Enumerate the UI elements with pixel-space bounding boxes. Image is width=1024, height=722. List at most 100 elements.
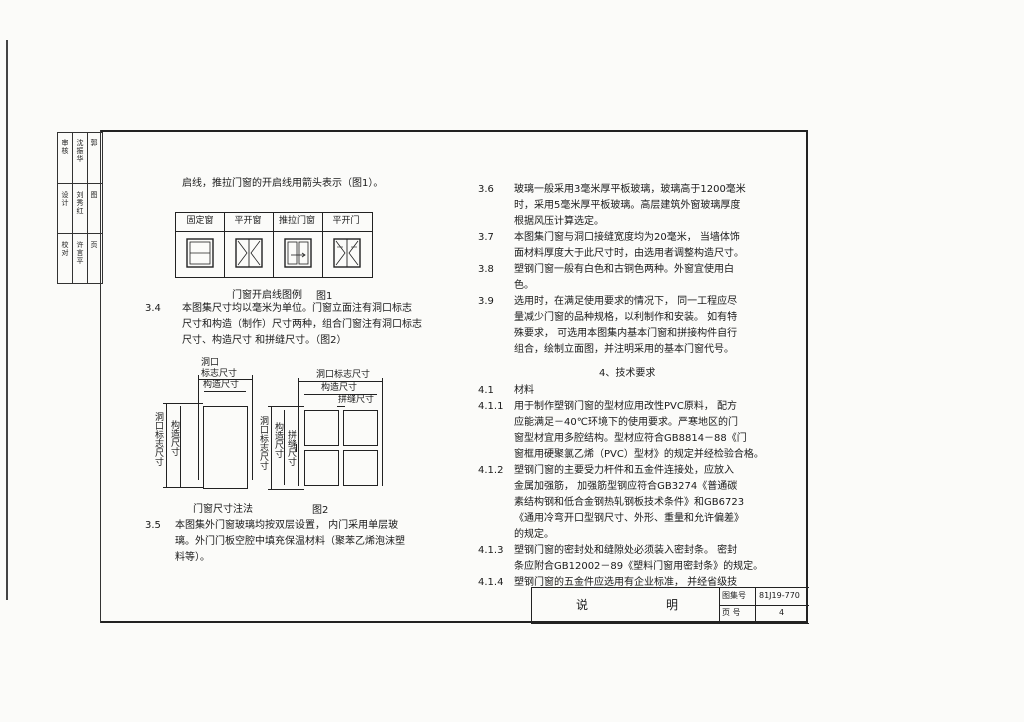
clause-number-4-1-3: 4.1.3 [478,545,504,556]
approval-row-label: 设计 [61,191,69,207]
clause-3-5-line: 料等）。 [175,552,210,563]
clause-3-9-line: 殊要求， 可选用本图集内基本门窗和拼接构件自行 [514,328,738,339]
dim-label-opening: 洞口 [201,358,220,368]
approval-strip-col [73,133,88,283]
approval-strip-col [58,133,73,283]
table-header-fixed-window: 固定窗 [186,216,214,226]
clause-3-5-line: 璃。外门门板空腔中填充保温材料（聚苯乙烯泡沫塑 [175,536,405,547]
clause-4-1-1-line: 用于制作塑钢门窗的型材应用改性PVC原料， 配方 [514,401,738,412]
atlas-number-value: 81J19-770 [759,591,800,600]
clause-number-3-8: 3.8 [478,264,494,275]
dim-line-construct-side [180,406,181,487]
frame-border-bottom [100,621,808,623]
dim-line-opening-side [166,403,167,487]
dim-label-opening-side: 洞口标志尺寸 [258,416,268,470]
figure-2-label: 图2 [312,505,329,516]
grid-pane-bottom-right [343,450,378,486]
dim-line-construct-top [204,391,246,392]
clause-number-3-5: 3.5 [145,520,161,531]
clause-number-3-4: 3.4 [145,303,161,314]
approval-name: 沈振华 [76,139,84,163]
grid-pane-top-left [304,410,339,446]
clause-3-8-line: 塑钢门窗一般有白色和古铜色两种。外窗宜使用白 [514,264,734,275]
grid-pane-top-right [343,410,378,446]
approval-row-label: 校对 [61,241,69,257]
clause-3-5-line: 本图集外门窗玻璃均按双层设置， 内门采用单层玻 [175,520,399,531]
title-block-divider [719,605,809,606]
dim-ext-line [163,487,203,488]
clause-3-7-line: 面材料厚度大于此尺寸时，由选用者调整构造尺寸。 [514,248,744,259]
clause-3-6-line: 玻璃一般采用3毫米厚平板玻璃，玻璃高于1200毫米 [514,184,746,195]
clause-number-3-9: 3.9 [478,296,494,307]
fixed-window-icon [186,238,214,268]
dim-label-construct-side: 构造尺寸 [169,420,179,456]
clause-3-6-line: 根据风压计算选定。 [514,216,604,227]
approval-name: 刘秀红 [76,191,84,215]
clause-4-1-2-line: 的规定。 [514,529,554,540]
clause-4-1-1-line: 窗型材宜用多腔结构。型材应符合GB8814－88《门 [514,433,747,444]
clause-3-8-line: 色。 [514,280,534,291]
clause-3-7-line: 本图集门窗与洞口接缝宽度均为20毫米， 当墙体饰 [514,232,740,243]
clause-number-4-1: 4.1 [478,385,494,396]
approval-row-label: 审核 [61,139,69,155]
figure-2-caption: 门窗尺寸注法 [193,504,253,515]
approval-strip: 审核 设计 校对 沈振华 刘秀红 许言平 郭 图 页 [57,132,103,284]
figure-1-caption: 门窗开启线图例 [232,290,302,301]
approval-col3: 郭 [90,139,98,147]
clause-4-1-2-line: 素结构钢和低合金钢热轧钢板技术条件》和GB6723 [514,497,745,508]
title-block: 说 明 图集号 81J19-770 页 号 4 [531,587,809,624]
subsection-heading: 材料 [514,385,534,396]
approval-strip-row [58,233,102,234]
dim-label-opening-nominal: 洞口标志尺寸 [316,370,371,380]
table-header-sliding-window: 推拉门窗 [278,216,315,226]
clause-4-1-1-line: 应能满足－40℃环境下的使用要求。严寒地区的门 [514,417,738,428]
dim-ext-line [268,406,304,407]
clause-4-1-2-line: 塑钢门窗的主要受力杆件和五金件连接处，应放入 [514,465,734,476]
clause-number-4-1-4: 4.1.4 [478,577,504,588]
clause-3-4-line: 尺寸和构造（制作）尺寸两种，组合门窗注有洞口标志 [182,319,422,330]
dim-label-opening-side: 洞口标志尺寸 [153,412,163,466]
dim-ext-line [163,403,203,404]
scan-edge-line [6,40,8,600]
dim-line-construct-side [284,410,285,485]
clause-3-4-line: 尺寸、构造尺寸 和拼缝尺寸。（图2） [182,335,347,346]
clause-3-4-line: 本图集尺寸均以毫米为单位。门窗立面注有洞口标志 [182,303,412,314]
clause-3-9-line: 组合，绘制立面图，并注明采用的基本门窗代号。 [514,344,734,355]
continuation-line: 启线，推拉门窗的开启线用箭头表示（图1）。 [182,178,384,189]
door-opening-rect [203,406,248,489]
window-type-table: 固定窗 平开窗 推拉门窗 平开门 [175,212,373,278]
window-type-table-header-row [176,213,372,232]
table-header-casement-window: 平开窗 [234,216,262,226]
casement-door-icon [333,238,361,268]
dim-line-joint-side [296,444,297,452]
approval-col3: 图 [90,191,98,199]
sliding-window-icon [284,238,312,268]
dim-ext-line [198,375,199,480]
table-header-casement-door: 平开门 [332,216,360,226]
approval-strip-row [58,183,102,184]
window-type-table-divider [322,213,323,277]
approval-name: 许言平 [76,241,84,265]
frame-border-top [100,130,808,132]
dim-label-joint: 拼缝尺寸 [338,395,375,405]
title-block-title-right: 明 [666,598,679,612]
dim-ext-line [382,378,383,486]
clause-4-1-2-line: 《通用冷弯开口型钢尺寸、外形、重量和允许偏差》 [514,513,744,524]
dim-label-construct: 构造尺寸 [203,380,240,390]
dim-line-opening-side [271,406,272,489]
clause-3-9-line: 选用时，在满足使用要求的情况下， 同一工程应尽 [514,296,738,307]
dim-line-joint-top [337,406,345,407]
clause-number-4-1-2: 4.1.2 [478,465,504,476]
dim-label-nominal: 标志尺寸 [201,369,238,379]
dim-label-construct-side: 构造尺寸 [273,422,283,458]
page-number-label: 页 号 [722,608,741,617]
dim-label-construct: 构造尺寸 [321,383,358,393]
casement-window-icon [235,238,263,268]
section-heading: 4、技术要求 [599,368,656,379]
clause-3-6-line: 时，采用5毫米厚平板玻璃。高层建筑外窗玻璃厚度 [514,200,741,211]
figure-1-label: 图1 [316,291,333,302]
clause-3-9-line: 量减少门窗的品种规格，以利制作和安装。 如有特 [514,312,738,323]
dim-ext-line [268,489,304,490]
approval-col3: 页 [90,241,98,249]
dim-line-opening-top [198,379,252,380]
